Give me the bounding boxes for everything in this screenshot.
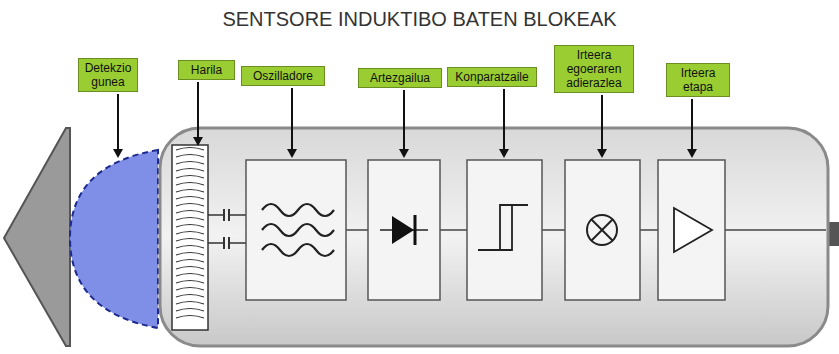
leader-arrow bbox=[399, 90, 409, 158]
callout-label: Konparatzaile bbox=[447, 67, 537, 87]
callout-text: Irteera etapa bbox=[670, 66, 726, 94]
callout-text: Harila bbox=[182, 63, 231, 77]
callout-text: Konparatzaile bbox=[451, 70, 533, 84]
callout-label: Irteera egoeraren adierazlea bbox=[554, 45, 634, 93]
amplifier-symbol bbox=[674, 208, 712, 252]
leader-arrow bbox=[113, 94, 123, 158]
callout-label: Detekzio gunea bbox=[78, 58, 138, 92]
callout-label: Oszilladore bbox=[241, 66, 325, 86]
callout-text: Detekzio gunea bbox=[82, 61, 134, 89]
coil-symbol bbox=[172, 145, 246, 330]
diagram-title: SENTSORE INDUKTIBO BATEN BLOKEAK bbox=[0, 8, 839, 31]
diode-symbol bbox=[380, 215, 428, 245]
callout-label: Irteera etapa bbox=[666, 63, 730, 97]
function-blocks bbox=[246, 160, 725, 300]
leader-arrow bbox=[687, 99, 697, 158]
target-object bbox=[4, 128, 70, 346]
sensor-housing bbox=[160, 128, 828, 346]
detection-zone bbox=[70, 150, 158, 328]
leader-arrow bbox=[499, 89, 509, 158]
leader-arrow bbox=[287, 88, 297, 158]
leader-arrow bbox=[193, 82, 203, 146]
leader-arrow bbox=[597, 95, 607, 158]
callout-text: Irteera egoeraren adierazlea bbox=[558, 48, 630, 90]
oscillator-symbol bbox=[262, 204, 334, 256]
indicator-symbol bbox=[587, 215, 617, 245]
callout-label: Harila bbox=[178, 60, 235, 80]
callout-label: Artezgailua bbox=[358, 68, 442, 88]
callout-text: Artezgailua bbox=[362, 71, 438, 85]
comparator-symbol bbox=[478, 205, 528, 250]
callout-text: Oszilladore bbox=[245, 69, 321, 83]
